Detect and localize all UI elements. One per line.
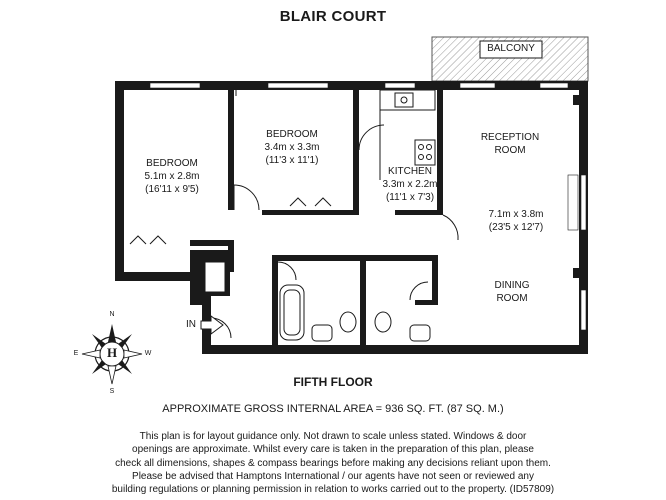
room-name: BEDROOM bbox=[146, 158, 198, 169]
balcony-label-box bbox=[479, 40, 543, 59]
kitchen-sink bbox=[394, 92, 414, 108]
compass-east: E bbox=[73, 350, 79, 357]
room-imperial: (11'1 x 7'3) bbox=[385, 192, 435, 203]
room-reception: RECEPTION ROOM bbox=[470, 131, 550, 157]
gross-area: APPROXIMATE GROSS INTERNAL AREA = 936 SQ… bbox=[162, 403, 504, 415]
kitchen-fittings bbox=[379, 89, 436, 180]
bath-basin bbox=[311, 324, 333, 342]
room-name-line1: DINING bbox=[494, 280, 530, 291]
room-kitchen: KITCHEN 3.3m x 2.2m (11'1 x 7'3) bbox=[372, 165, 448, 204]
disclaimer-line: This plan is for layout guidance only. N… bbox=[139, 431, 527, 442]
entrance-label: IN bbox=[186, 319, 196, 330]
room-imperial: (23'5 x 12'7) bbox=[488, 222, 544, 233]
balcony bbox=[431, 36, 589, 82]
disclaimer-line: Please be advised that Hamptons Internat… bbox=[132, 470, 534, 482]
hob bbox=[414, 139, 436, 166]
ensuite-basin bbox=[409, 324, 431, 342]
room-dining: DINING ROOM bbox=[476, 279, 548, 305]
room-name-line2: ROOM bbox=[496, 293, 528, 304]
disclaimer: This plan is for layout guidance only. N… bbox=[0, 430, 666, 496]
compass-south: S bbox=[109, 388, 115, 395]
balcony-label: BALCONY bbox=[487, 43, 535, 54]
bathtub bbox=[279, 284, 305, 341]
property-title: BLAIR COURT bbox=[279, 8, 387, 25]
compass-north: N bbox=[109, 311, 115, 318]
room-metric: 5.1m x 2.8m bbox=[144, 171, 200, 182]
floor-label: FIFTH FLOOR bbox=[293, 375, 373, 389]
room-name: BEDROOM bbox=[266, 129, 318, 140]
disclaimer-line: check all dimensions, shapes & compass b… bbox=[115, 457, 551, 469]
toilet-2 bbox=[374, 311, 392, 333]
windows bbox=[149, 82, 587, 331]
room-reception-dimensions: 7.1m x 3.8m (23'5 x 12'7) bbox=[476, 208, 556, 234]
disclaimer-line: building regulations or planning permiss… bbox=[111, 484, 555, 496]
compass-west: W bbox=[144, 350, 152, 357]
room-imperial: (16'11 x 9'5) bbox=[145, 184, 199, 195]
door-swings bbox=[129, 90, 459, 339]
disclaimer-line: openings are approximate. Whilst every c… bbox=[132, 444, 534, 456]
room-metric: 7.1m x 3.8m bbox=[488, 209, 544, 220]
compass-rose bbox=[81, 324, 143, 385]
room-metric: 3.3m x 2.2m bbox=[382, 179, 438, 190]
toilet-1 bbox=[339, 311, 357, 333]
room-imperial: (11'3 x 11'1) bbox=[265, 155, 319, 166]
bathroom-fittings bbox=[279, 284, 431, 342]
interior-walls bbox=[190, 90, 443, 345]
compass-logo: H bbox=[106, 345, 118, 360]
room-name: KITCHEN bbox=[388, 166, 432, 177]
room-name-line1: RECEPTION bbox=[480, 132, 540, 143]
room-metric: 3.4m x 3.3m bbox=[264, 142, 320, 153]
entrance-arrow bbox=[200, 315, 224, 335]
room-name-line2: ROOM bbox=[494, 145, 526, 156]
room-bedroom-1: BEDROOM 5.1m x 2.8m (16'11 x 9'5) bbox=[128, 157, 216, 196]
room-bedroom-2: BEDROOM 3.4m x 3.3m (11'3 x 11'1) bbox=[244, 128, 340, 167]
